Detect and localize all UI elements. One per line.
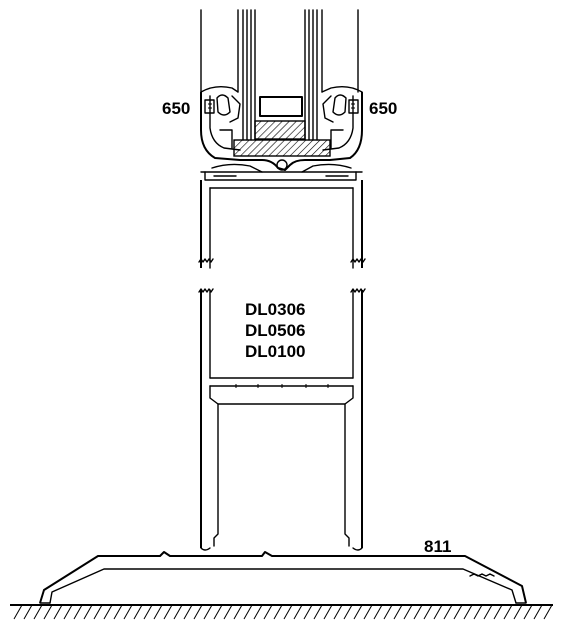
profile-code-1: DL0306 — [245, 300, 305, 319]
profile-code-3: DL0100 — [245, 342, 305, 361]
threshold-profile — [39, 551, 527, 604]
sash-bottom-profile — [200, 85, 363, 171]
setting-block-upper — [254, 120, 306, 140]
threshold-label: 811 — [424, 537, 451, 556]
profile-code-2: DL0506 — [245, 321, 305, 340]
setting-block-lower — [233, 139, 331, 157]
frame-upper-chamber — [198, 180, 366, 269]
ground-hatching — [10, 604, 553, 620]
right-gasket-label: 650 — [369, 99, 397, 118]
glazing-verticals — [200, 9, 359, 141]
frame-lower-chamber — [198, 288, 366, 551]
left-gasket-label: 650 — [162, 99, 190, 118]
sill-track — [200, 159, 363, 181]
